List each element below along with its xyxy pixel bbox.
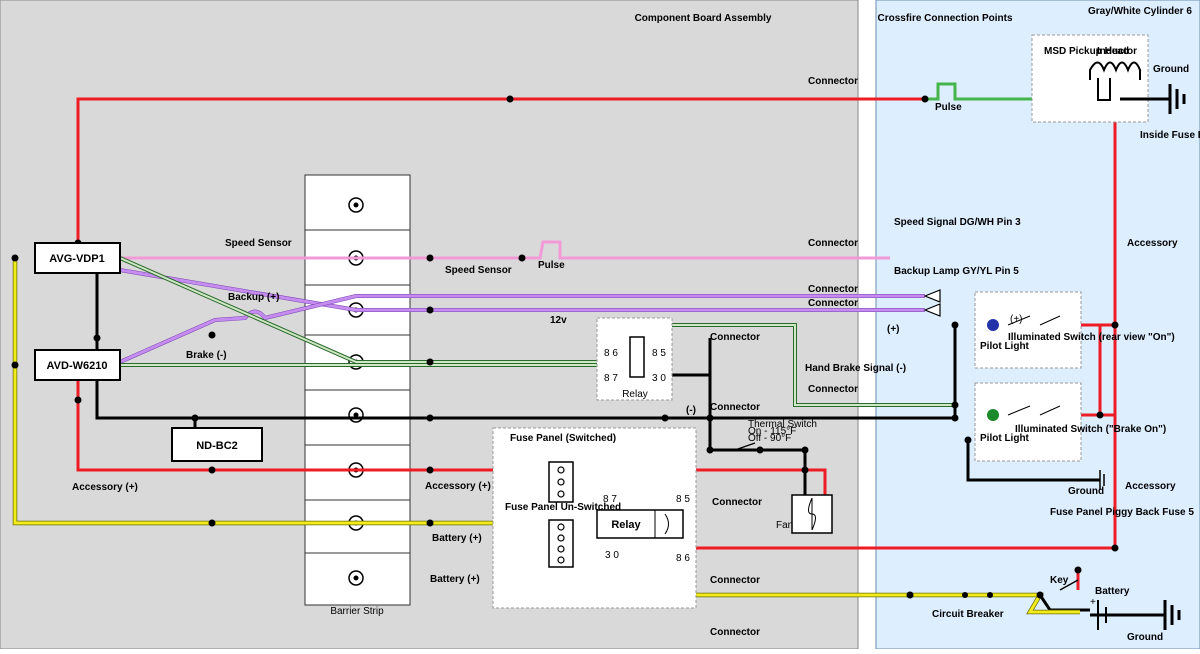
barrier-strip: Barrier Strip: [304, 174, 411, 617]
svg-text:Relay: Relay: [622, 389, 648, 400]
battery-symbol: +: [1090, 597, 1107, 630]
label-pulse-1: Pulse: [538, 260, 565, 271]
label-plus-1: (+): [887, 324, 900, 335]
label-pilot-2: Pilot Light: [980, 433, 1030, 444]
svg-text:AVD-W6210: AVD-W6210: [47, 360, 108, 372]
label-msd: MSD Pickup Head: [1044, 46, 1129, 57]
crossfire-title: Crossfire Connection Points: [877, 13, 1012, 24]
label-connector-1: Connector: [808, 76, 858, 87]
msd-pickup: [1031, 34, 1149, 123]
label-illum-rear: Illuminated Switch (rear view "On"): [1008, 332, 1175, 343]
avg-vdp1-module: AVG-VDP1: [34, 242, 121, 274]
label-connector-7: Connector: [710, 402, 760, 413]
svg-text:AVG-VDP1: AVG-VDP1: [49, 253, 104, 265]
label-ground-top: Ground: [1153, 64, 1189, 75]
label-battery-1: Battery (+): [432, 533, 482, 544]
svg-text:8 6: 8 6: [676, 553, 690, 564]
svg-text:8 5: 8 5: [676, 494, 690, 505]
label-connector-8: Connector: [712, 497, 762, 508]
component-board-title-1: Component Board Assembly: [635, 13, 772, 24]
label-pilot-1: Pilot Light: [980, 341, 1030, 352]
label-battery-right: Battery: [1095, 586, 1130, 597]
label-ground-mid: Ground: [1068, 486, 1104, 497]
label-circuit-breaker: Circuit Breaker: [932, 609, 1004, 620]
label-inductor: Inductor: [1097, 46, 1137, 57]
label-connector-9: Connector: [710, 575, 760, 586]
label-fuse-switched: Fuse Panel (Switched): [510, 433, 616, 444]
label-backup: Backup (+): [228, 292, 279, 303]
label-gray-white: Gray/White Cylinder 6: [1088, 6, 1192, 17]
svg-text:8 7: 8 7: [604, 373, 618, 384]
nd-bc2-module: ND-BC2: [171, 427, 263, 462]
label-inside-fuse: Inside Fuse Box: [1140, 130, 1200, 141]
svg-text:8 6: 8 6: [604, 348, 618, 359]
label-connector-4: Connector: [808, 298, 858, 309]
label-illum-brake: Illuminated Switch ("Brake On"): [1015, 424, 1166, 435]
svg-text:Thermal Switch: Thermal Switch: [748, 419, 817, 430]
label-battery-2: Battery (+): [430, 574, 480, 585]
label-fuse-piggyback: Fuse Panel Piggy Back Fuse 5: [1050, 507, 1194, 518]
small-relay: 8 6 8 5 8 7 3 0 Relay: [596, 317, 673, 401]
svg-text:ND-BC2: ND-BC2: [196, 440, 238, 452]
svg-text:Off - 90°F: Off - 90°F: [748, 433, 791, 444]
label-connector-5: Connector: [710, 332, 760, 343]
label-connector-2: Connector: [808, 238, 858, 249]
label-speed-signal: Speed Signal DG/WH Pin 3: [894, 217, 1021, 228]
avd-w6210-module: AVD-W6210: [34, 349, 121, 381]
label-ground-bottom: Ground: [1127, 632, 1163, 643]
ground-symbol-mid: [1099, 470, 1105, 490]
label-connector-3: Connector: [808, 284, 858, 295]
label-accessory-right-1: Accessory: [1127, 238, 1178, 249]
label-speed-sensor-1: Speed Sensor: [225, 238, 292, 249]
label-speed-sensor-2: Speed Sensor: [445, 265, 512, 276]
connector-triangles: [923, 289, 941, 317]
label-accessory-mid: Accessory (+): [425, 481, 491, 492]
label-key: Key: [1050, 575, 1069, 586]
svg-text:8 7: 8 7: [603, 494, 617, 505]
fan: Fan: [776, 494, 833, 534]
svg-text:Relay: Relay: [611, 519, 641, 531]
label-12v: 12v: [550, 315, 567, 326]
label-accessory-right-2: Accessory: [1125, 481, 1176, 492]
svg-text:+: +: [1090, 597, 1096, 608]
key-switch: [1059, 579, 1079, 591]
pilot-switch-brake: [974, 382, 1082, 462]
svg-text:On - 115°F: On - 115°F: [748, 426, 796, 437]
svg-text:8 5: 8 5: [652, 348, 666, 359]
svg-text:(+): (+): [1010, 314, 1023, 325]
svg-text:Fan: Fan: [776, 520, 793, 531]
thermal-switch: Thermal Switch On - 115°F Off - 90°F: [734, 419, 817, 451]
label-hand-brake: Hand Brake Signal (-): [805, 363, 906, 374]
label-brake: Brake (-): [186, 350, 227, 361]
ground-symbol-bottom: [1090, 600, 1181, 630]
pilot-switch-rear: (+): [974, 291, 1082, 369]
barrier-strip-label: Barrier Strip: [330, 606, 384, 617]
label-backup-lamp: Backup Lamp GY/YL Pin 5: [894, 266, 1019, 277]
label-fuse-unswitched: Fuse Panel Un-Switched: [505, 502, 621, 513]
label-accessory-left: Accessory (+): [72, 482, 138, 493]
svg-text:3 0: 3 0: [605, 550, 619, 561]
svg-text:3 0: 3 0: [652, 373, 666, 384]
label-connector-10: Connector: [710, 627, 760, 638]
fuse-relay-assembly: Relay 8 7 8 5 3 0 8 6: [492, 427, 697, 609]
label-connector-6: Connector: [808, 384, 858, 395]
label-pulse-2: Pulse: [935, 102, 962, 113]
ground-symbol-top: [1120, 84, 1186, 114]
label-minus: (-): [686, 405, 696, 416]
